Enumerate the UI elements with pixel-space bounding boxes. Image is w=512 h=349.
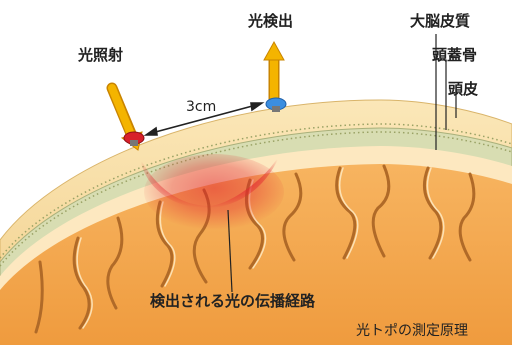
- light-emit-label: 光照射: [78, 48, 123, 63]
- propagation-path-label: 検出される光の伝播経路: [150, 294, 315, 309]
- scalp-label: 頭皮: [448, 82, 478, 97]
- distance-label: 3cm: [186, 100, 216, 114]
- light-detect-label: 光検出: [248, 14, 293, 29]
- figure-caption: 光トポの測定原理: [356, 324, 468, 338]
- cortex-label: 大脳皮質: [410, 14, 470, 29]
- skull-label: 頭蓋骨: [432, 48, 477, 63]
- detector-arrow: [264, 42, 284, 102]
